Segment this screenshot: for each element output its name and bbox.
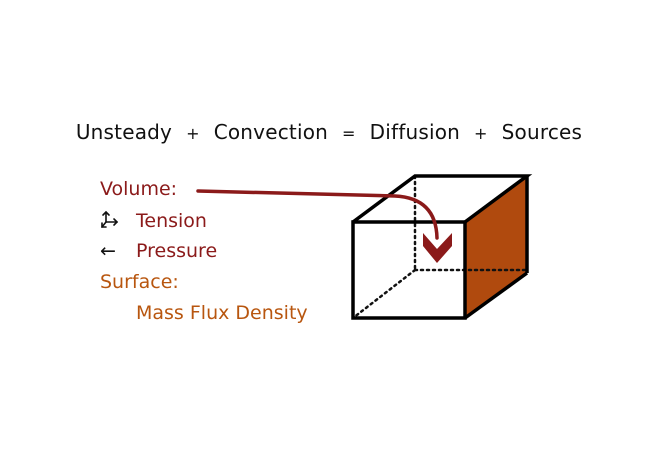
term-unsteady: Unsteady [75,120,173,144]
tension-label: Tension [136,210,207,232]
operator-plus-1: + [186,124,200,143]
volume-arrowhead [423,233,452,263]
tension-icon [100,209,136,232]
operator-plus-2: + [474,124,488,143]
operator-equals: = [342,124,356,143]
surface-label: Surface: [100,271,179,293]
term-convection: Convection [213,120,329,144]
volume-label: Volume: [100,178,178,200]
term-diffusion: Diffusion [369,120,461,144]
legend-tension: Tension [100,209,207,232]
cube-visible-edges [351,174,533,320]
volume-connector-arrow [196,189,439,240]
term-sources: Sources [501,120,583,144]
mass-flux-label: Mass Flux Density [136,302,308,324]
legend-mass-flux: Mass Flux Density [136,302,308,324]
legend-surface: Surface: [100,271,179,293]
pressure-arrow-icon: ← [100,240,116,262]
conservation-equation: Unsteady + Convection = Diffusion + Sources [0,120,658,144]
legend-pressure: ← Pressure [100,240,217,262]
legend-volume: Volume: [100,178,177,200]
pressure-label: Pressure [136,240,218,262]
